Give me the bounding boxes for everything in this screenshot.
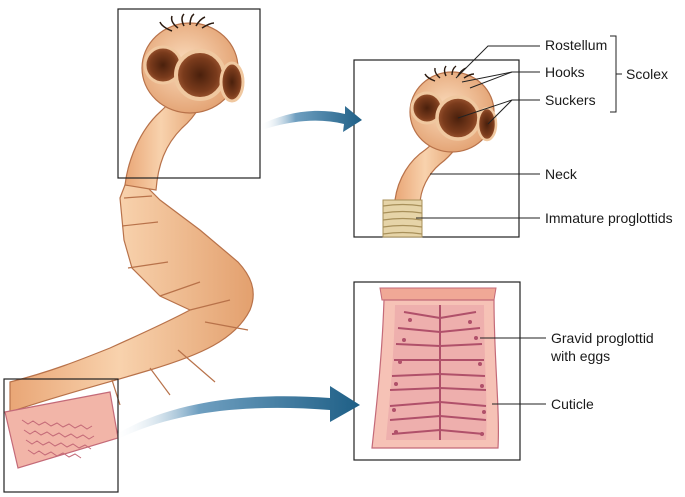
scolex-box-left bbox=[117, 8, 261, 179]
scolex-bracket bbox=[610, 35, 622, 113]
egg-dots bbox=[392, 318, 486, 436]
segment-lines bbox=[111, 195, 249, 406]
label-gravid-line2: with eggs bbox=[551, 348, 611, 364]
sucker-center bbox=[174, 49, 226, 101]
leader-suckers-2 bbox=[487, 99, 513, 125]
scolex-box-right bbox=[353, 59, 520, 238]
leader-lines bbox=[416, 35, 622, 405]
hooks-main bbox=[159, 13, 215, 32]
label-suckers: Suckers bbox=[545, 92, 596, 108]
label-scolex: Scolex bbox=[626, 66, 669, 82]
label-cuticle: Cuticle bbox=[551, 396, 594, 412]
leader-rostellum bbox=[455, 45, 540, 79]
leader-hooks-2 bbox=[469, 71, 513, 89]
label-neck: Neck bbox=[545, 166, 577, 182]
arrow-top bbox=[260, 106, 362, 132]
egg-branches bbox=[389, 305, 487, 440]
immature-proglottids-detail bbox=[382, 199, 423, 238]
gravid-detail bbox=[371, 287, 500, 449]
mature-proglottids bbox=[9, 179, 254, 413]
arrow-bottom bbox=[112, 386, 360, 441]
sucker-right bbox=[219, 61, 245, 103]
tail-eggs bbox=[21, 419, 95, 459]
label-hooks: Hooks bbox=[545, 64, 585, 80]
label-gravid-line1: Gravid proglottid bbox=[551, 330, 654, 346]
label-rostellum: Rostellum bbox=[545, 37, 608, 53]
label-immature-proglottids: Immature proglottids bbox=[545, 210, 673, 226]
scolex-detail bbox=[382, 65, 498, 238]
leader-hooks-1 bbox=[461, 71, 540, 83]
gravid-box-right bbox=[353, 281, 521, 461]
scolex-main bbox=[141, 13, 245, 114]
